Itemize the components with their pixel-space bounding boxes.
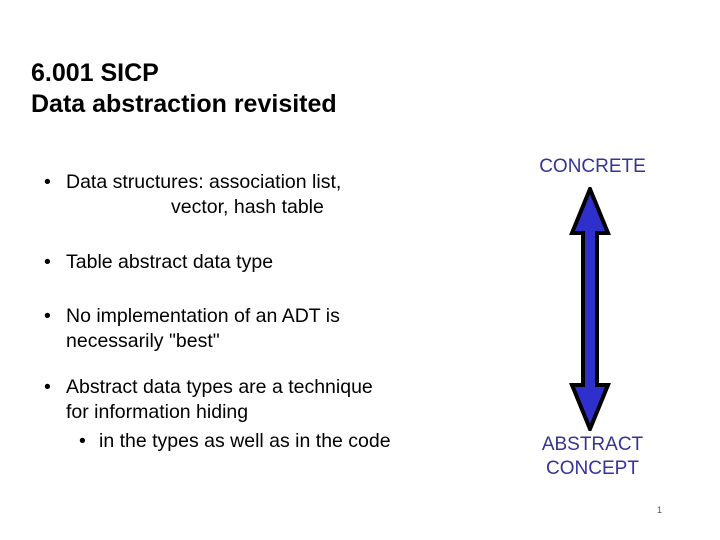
bullet-item-3-body: No implementation of an ADT is necessari…: [66, 304, 484, 354]
bullet-marker-icon: •: [44, 376, 51, 398]
bullet-item-1: • Data structures: association list, vec…: [44, 170, 484, 220]
bullet-item-1-line-2: vector, hash table: [171, 196, 324, 218]
axis-label-concept: CONCEPT: [546, 458, 639, 479]
page-title: 6.001 SICP Data abstraction revisited: [31, 58, 591, 120]
sub-bullet-item-1: • in the types as well as in the code: [79, 429, 484, 454]
title-line-1: 6.001 SICP: [31, 59, 159, 87]
axis-label-abstract-concept: ABSTRACT CONCEPT: [490, 433, 695, 481]
double-headed-vertical-arrow-icon: [568, 187, 612, 431]
axis-label-concrete: CONCRETE: [539, 156, 646, 177]
sub-bullet-item-1-text: in the types as well as in the code: [99, 430, 391, 452]
page-number: 1: [656, 505, 662, 515]
bullet-item-1-body: Data structures: association list, vecto…: [66, 170, 484, 220]
axis-label-abstract: ABSTRACT: [541, 434, 644, 455]
bullet-marker-icon: •: [44, 171, 51, 193]
bullet-item-4-body: Abstract data types are a technique for …: [66, 375, 484, 425]
bullet-item-4-line-1: Abstract data types are a technique: [66, 376, 373, 398]
body-bullet-list: • Data structures: association list, vec…: [44, 170, 484, 454]
bullet-item-2: • Table abstract data type: [44, 250, 484, 275]
bullet-marker-icon: •: [44, 305, 51, 327]
bullet-item-2-body: Table abstract data type: [66, 250, 484, 275]
bullet-item-1-line-1: Data structures: association list,: [66, 171, 342, 193]
bullet-item-2-line-1: Table abstract data type: [66, 251, 274, 273]
bullet-item-3-line-2: necessarily "best": [66, 330, 220, 352]
title-line-2: Data abstraction revisited: [31, 90, 337, 118]
bullet-item-3: • No implementation of an ADT is necessa…: [44, 304, 484, 354]
bullet-marker-icon: •: [44, 251, 51, 273]
bullet-item-4: • Abstract data types are a technique fo…: [44, 375, 484, 454]
bullet-item-4-line-2: for information hiding: [66, 401, 249, 423]
sub-bullet-marker-icon: •: [79, 430, 86, 452]
bullet-item-3-line-1: No implementation of an ADT is: [66, 305, 340, 327]
